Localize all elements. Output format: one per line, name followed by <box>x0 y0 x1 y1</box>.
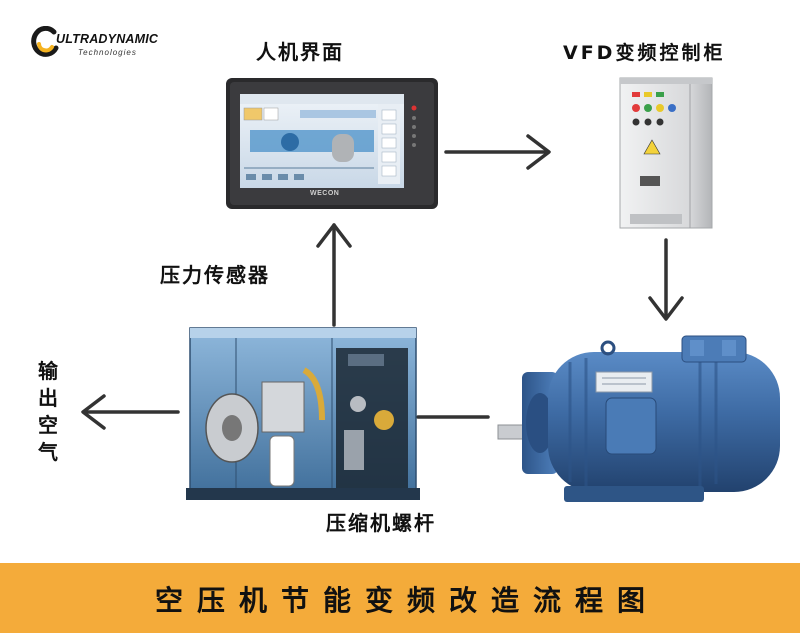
output-air-char: 出 <box>38 386 58 410</box>
company-logo: ULTRADYNAMIC Technologies <box>30 26 160 68</box>
arrow-hmi-to-vfd <box>444 134 551 170</box>
logo-swirl-icon <box>31 26 59 57</box>
logo-brand: ULTRADYNAMIC <box>56 32 159 46</box>
hmi-label: 人机界面 <box>256 40 344 64</box>
electric-motor <box>497 335 780 502</box>
output-air-label: 输 出 空 气 <box>34 358 62 466</box>
compressor-screw-label: 压缩机螺杆 <box>326 511 436 535</box>
hmi-screen-brand: WECON <box>310 190 340 197</box>
vfd-cabinet <box>619 77 713 229</box>
hmi-touch-panel <box>226 78 438 209</box>
pressure-sensor-label: 压力传感器 <box>160 263 270 287</box>
output-air-char: 气 <box>38 440 58 464</box>
vfd-cabinet-label: VFD变频控制柜 <box>563 42 726 64</box>
output-air-char: 输 <box>38 359 58 383</box>
output-air-char: 空 <box>38 413 58 437</box>
diagram-title: 空压机节能变频改造流程图 <box>154 584 659 617</box>
arrow-compressor-to-hmi <box>316 223 352 327</box>
screw-compressor <box>186 327 420 500</box>
arrow-vfd-to-motor <box>648 238 684 321</box>
title-banner: 空压机节能变频改造流程图 <box>0 563 800 633</box>
logo-subtitle: Technologies <box>78 48 137 57</box>
arrow-compressor-to-output <box>81 394 180 430</box>
